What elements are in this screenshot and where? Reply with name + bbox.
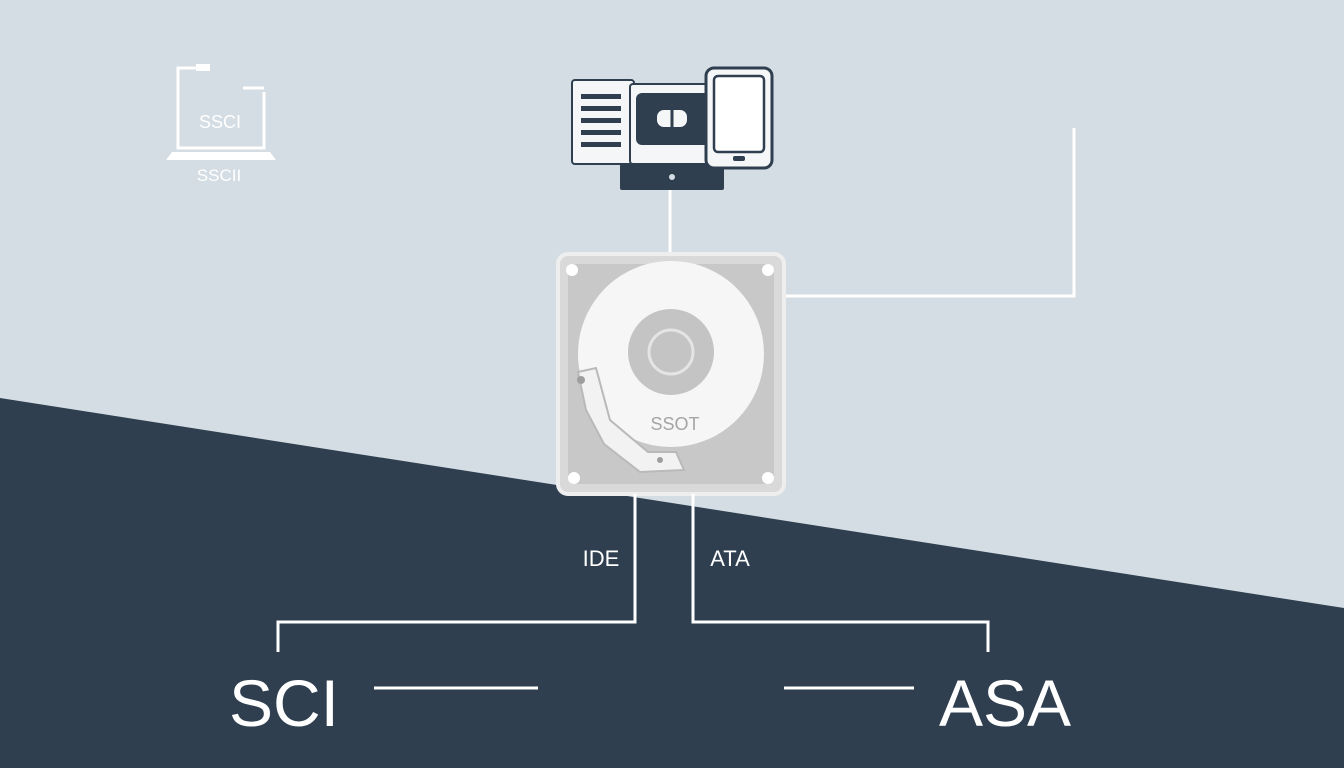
drive-actuator-arm xyxy=(576,366,686,474)
laptop-caption: SSCII xyxy=(197,166,241,185)
router-icon xyxy=(629,83,717,165)
hard-drive-icon xyxy=(556,252,786,496)
right-interface-label: ATA xyxy=(710,546,750,571)
drive-right-connector xyxy=(784,128,1076,298)
left-interface-line xyxy=(276,494,637,652)
left-title: SCI xyxy=(229,666,339,740)
right-title: ASA xyxy=(939,666,1071,740)
right-interface-line xyxy=(691,494,990,652)
base-unit-icon xyxy=(620,164,724,190)
background-dark-wedge xyxy=(0,398,1344,768)
laptop-screen-text: SSCI xyxy=(199,112,241,132)
server-icon xyxy=(571,79,635,165)
smartphone-icon xyxy=(704,66,774,170)
left-interface-label: IDE xyxy=(583,546,620,571)
drive-spindle xyxy=(628,309,714,395)
laptop-icon xyxy=(166,64,276,160)
drive-label: SSOT xyxy=(650,414,699,434)
device-cluster xyxy=(571,66,774,190)
